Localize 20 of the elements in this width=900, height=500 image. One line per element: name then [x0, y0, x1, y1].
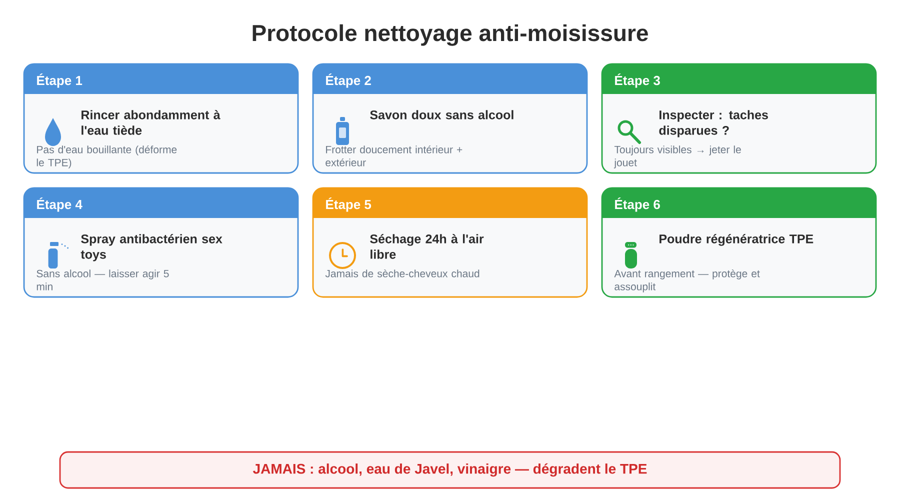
warning-banner: JAMAIS : alcool, eau de Javel, vinaigre — dégradent le TPE — [59, 451, 841, 489]
card-header: Étape 6 — [602, 188, 876, 218]
card-header: Étape 5 — [313, 188, 587, 218]
step-title: Savon doux sans alcool — [370, 110, 514, 120]
step-note: Frotter doucement intérieur + extérieur — [326, 145, 462, 166]
card-header: Étape 3 — [602, 64, 876, 94]
step-note: Pas d'eau bouillante (déforme le TPE) — [36, 145, 177, 168]
step-note: Avant rangement — protège et assouplit — [614, 269, 760, 292]
step-title: Spray antibactérien sex toys — [80, 234, 222, 262]
card-header: Étape 2 — [313, 64, 587, 94]
step-title: Poudre régénératrice TPE — [660, 234, 814, 246]
title: Protocole nettoyage anti-moisissure — [252, 24, 648, 46]
step-note: Sans alcool — laisser agir 5 min — [36, 270, 169, 290]
step-title: Rincer abondamment à l'eau tiède — [82, 110, 220, 135]
step-title: Inspecter : taches disparues ? — [659, 110, 768, 138]
step-note: Toujours visibles → jeter le jouet — [614, 146, 741, 168]
card-header: Étape 1 — [24, 64, 298, 94]
step-title: Séchage 24h à l'air libre — [370, 234, 484, 259]
step-note: Jamais de sèche-cheveux chaud — [325, 269, 480, 278]
card-header: Étape 4 — [24, 188, 298, 218]
